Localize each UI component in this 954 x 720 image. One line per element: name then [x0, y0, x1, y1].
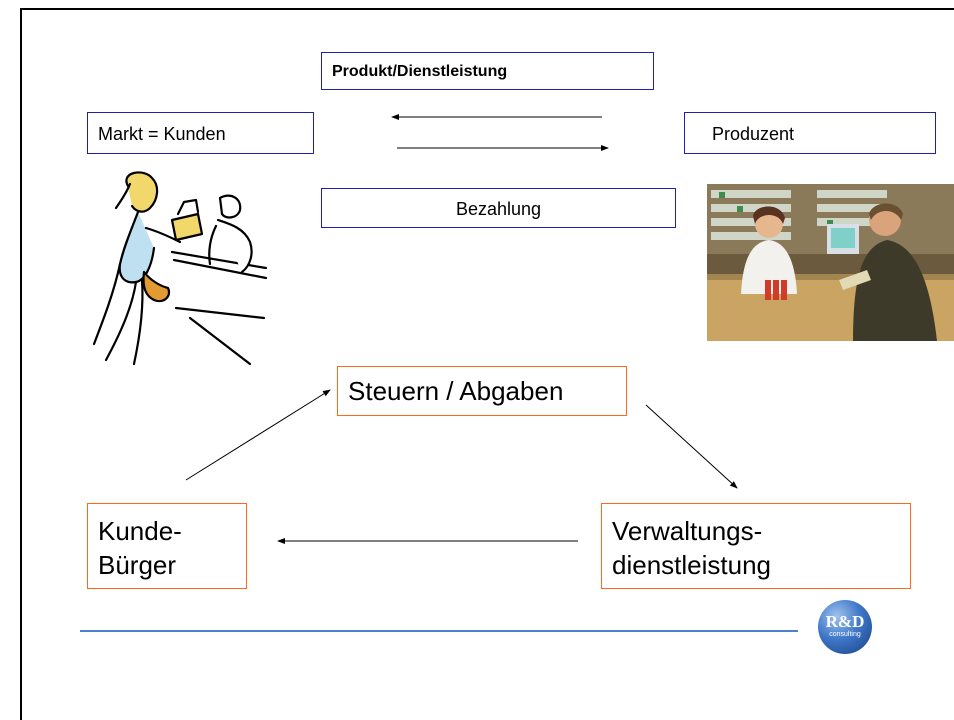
steuern-label: Steuern / Abgaben: [348, 376, 564, 406]
divider-line: [80, 630, 798, 632]
verwaltung-label-line1: Verwaltungs-: [612, 516, 763, 546]
rd-consulting-logo: R&D consulting: [818, 600, 872, 654]
shopping-clipart: [92, 171, 268, 366]
verwaltung-box: Verwaltungs- dienstleistung: [601, 503, 911, 589]
markt-box: Markt = Kunden: [87, 112, 314, 154]
bezahlung-label: Bezahlung: [455, 199, 542, 219]
bezahlung-box: Bezahlung: [321, 188, 676, 228]
kunde-label-line1: Kunde-: [98, 516, 182, 546]
steuern-box: Steuern / Abgaben: [337, 366, 627, 416]
arrow-to-steuern: [185, 389, 331, 481]
arrow-to-verwaltung: [645, 404, 738, 489]
markt-label: Markt = Kunden: [98, 124, 226, 144]
slide-frame: [20, 8, 954, 720]
logo-main-text: R&D: [825, 612, 865, 631]
pharmacy-counter-photo: [707, 184, 954, 341]
kunde-buerger-box: Kunde- Bürger: [87, 503, 247, 589]
verwaltung-label-line2: dienstleistung: [612, 550, 771, 580]
logo-sub-text: consulting: [829, 631, 861, 638]
produkt-label: Produkt/Dienstleistung: [332, 63, 508, 80]
kunde-label-line2: Bürger: [98, 550, 177, 580]
produzent-label: Produzent: [712, 124, 795, 144]
produzent-box: Produzent: [684, 112, 936, 154]
produkt-box: Produkt/Dienstleistung: [321, 52, 654, 90]
